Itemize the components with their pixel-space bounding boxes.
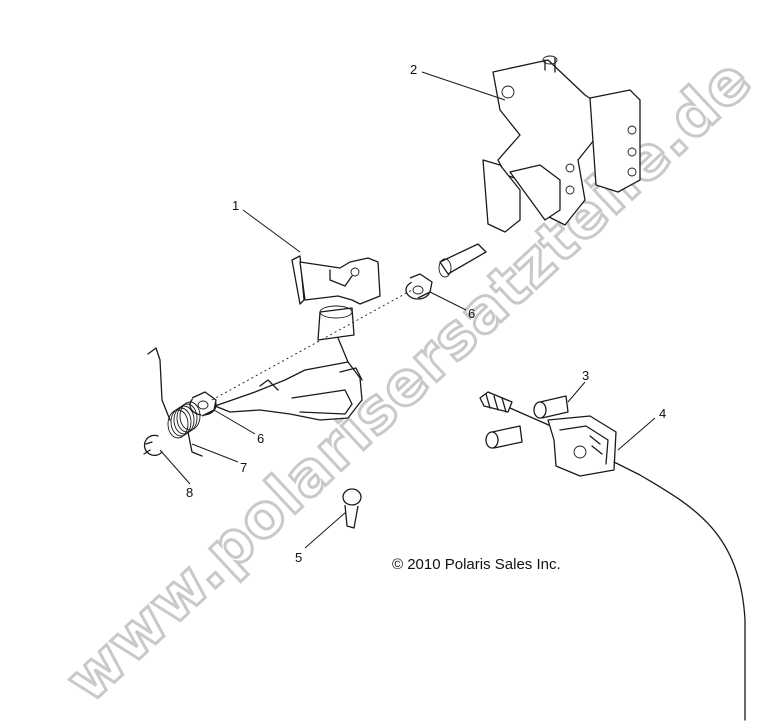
leader-line-7 [191,443,239,463]
leader-line-3 [567,381,586,403]
leader-line-6b [213,409,256,435]
bushing-upper [405,273,433,300]
mounting-bracket [438,55,641,278]
leader-line-4 [617,417,656,451]
mounting-bolts [485,395,569,449]
brake-cable [479,391,746,721]
callout-1: 1 [232,198,239,213]
e-clip [143,434,163,456]
callout-6-lower: 6 [257,431,264,446]
callout-6-upper: 6 [468,306,475,321]
leader-line-1 [242,209,301,253]
leader-line-8 [159,449,191,485]
callout-3: 3 [582,368,589,383]
callout-8: 8 [186,485,193,500]
brake-pedal [214,255,381,421]
callout-7: 7 [240,460,247,475]
callout-2: 2 [410,62,417,77]
leader-line-2 [421,71,506,101]
copyright-notice: © 2010 Polaris Sales Inc. [392,556,561,573]
leader-line-6a [429,291,467,311]
callout-5: 5 [295,550,302,565]
clevis-pin [342,488,362,529]
torsion-spring [147,347,203,457]
watermark-text: www.polarisersatzteile.de [52,45,765,716]
callout-4: 4 [659,406,666,421]
leader-line-5 [304,511,347,549]
bushing-lower [189,391,217,417]
